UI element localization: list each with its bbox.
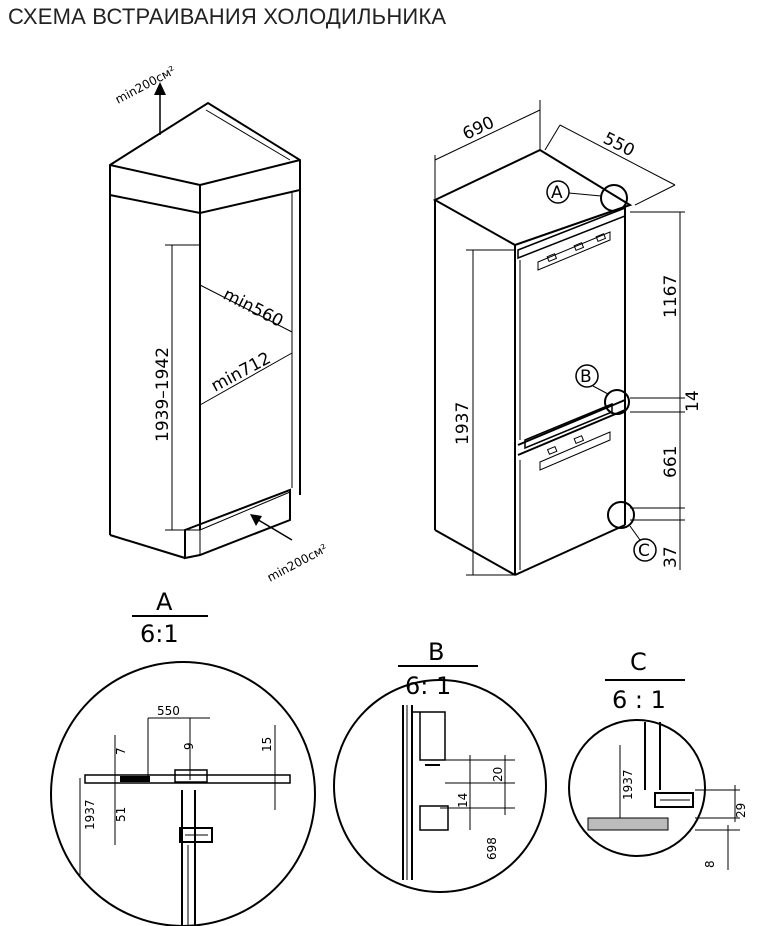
detail-b-letter: B [428, 638, 444, 666]
detail-b-20: 20 [491, 767, 505, 782]
fridge-depth-label: 550 [600, 129, 638, 162]
detail-a-51: 51 [114, 807, 128, 822]
fridge-lower-label: 661 [661, 446, 681, 478]
callout-b-letter: B [580, 367, 592, 387]
detail-b-14: 14 [456, 793, 470, 808]
detail-b-circle [333, 679, 547, 893]
detail-a-15: 15 [260, 737, 274, 752]
callout-c-letter: C [638, 541, 650, 561]
callout-b-circle [604, 389, 630, 415]
callout-a-circle [600, 184, 628, 212]
detail-c-1937: 1937 [621, 769, 635, 800]
detail-b: B 6: 1 20 14 698 [333, 638, 547, 893]
niche-depth-label: min712 [208, 348, 274, 396]
fridge-gap-label: 14 [683, 390, 703, 412]
detail-a-circle [50, 661, 316, 926]
vent-in-arrow-icon [250, 514, 262, 526]
detail-a-1937: 1937 [83, 799, 97, 830]
detail-c-8: 8 [703, 860, 717, 868]
detail-a: A 6:1 550 7 9 15 1937 51 [50, 588, 316, 926]
detail-a-scale: 6:1 [140, 620, 179, 648]
callout-c-circle [607, 501, 635, 529]
page-title: СХЕМА ВСТРАИВАНИЯ ХОЛОДИЛЬНИКА [8, 4, 447, 29]
fridge-unit: 690 550 1937 1167 14 661 37 A B C [432, 100, 703, 576]
fridge-upper-label: 1167 [661, 275, 681, 318]
detail-a-550: 550 [157, 704, 180, 718]
vent-top-label: min200см² [113, 63, 178, 106]
niche-width-label: min560 [220, 285, 287, 332]
detail-b-698: 698 [485, 837, 499, 860]
detail-b-scale: 6: 1 [405, 672, 451, 700]
detail-c: C 6 : 1 1937 29 8 [568, 648, 748, 870]
detail-c-letter: C [630, 648, 647, 676]
callout-a-letter: A [551, 183, 563, 203]
fridge-height-label: 1937 [453, 402, 473, 445]
detail-c-circle [568, 719, 706, 857]
detail-c-scale: 6 : 1 [612, 686, 666, 714]
vent-up-arrow-icon [154, 82, 166, 95]
detail-c-29: 29 [734, 803, 748, 818]
detail-a-7: 7 [114, 747, 128, 755]
niche-cabinet: 1939–1942 min560 min712 min200см² min200… [109, 63, 330, 585]
detail-a-9: 9 [182, 742, 196, 750]
fridge-base-label: 37 [661, 546, 681, 568]
niche-height-label: 1939–1942 [153, 347, 173, 442]
vent-bottom-label: min200см² [265, 541, 330, 584]
detail-a-letter: A [156, 588, 173, 616]
